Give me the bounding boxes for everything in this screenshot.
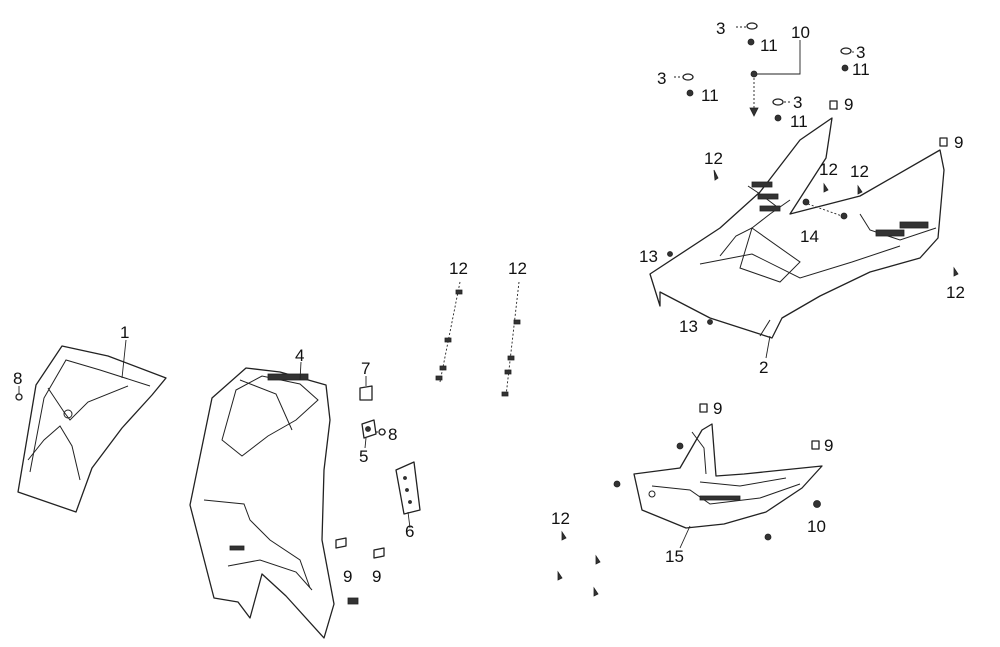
undercover-fasteners — [557, 403, 821, 597]
callout-2: 2 — [759, 358, 768, 377]
callout-12: 12 — [819, 160, 838, 179]
callout-4: 4 — [295, 346, 304, 365]
clip-9-left — [335, 537, 347, 549]
clip-9-right — [373, 547, 385, 559]
part-floor-panel — [649, 117, 945, 339]
callout-7: 7 — [361, 359, 370, 378]
callout-8: 8 — [13, 369, 22, 388]
callout-11: 11 — [760, 36, 778, 55]
screw-8-front-cover — [15, 386, 23, 401]
part-under-cover — [633, 423, 823, 529]
callout-13: 13 — [639, 247, 658, 266]
callout-10: 10 — [807, 517, 826, 536]
callout-12: 12 — [850, 162, 869, 181]
callout-13: 13 — [679, 317, 698, 336]
callout-9: 9 — [954, 133, 963, 152]
callout-3: 3 — [716, 19, 725, 38]
callout-9: 9 — [372, 567, 381, 586]
callout-15: 15 — [665, 547, 684, 566]
callout-12: 12 — [704, 149, 723, 168]
callout-12: 12 — [551, 509, 570, 528]
callout-14: 14 — [800, 227, 819, 246]
callout-labels: 1 2 3 3 3 3 4 5 6 7 8 8 9 9 9 9 9 9 10 1… — [13, 19, 965, 586]
part-plate-6 — [395, 461, 421, 515]
callout-11: 11 — [852, 60, 870, 79]
callout-1: 1 — [120, 323, 129, 342]
part-inner-shield — [189, 367, 359, 639]
callout-9: 9 — [343, 567, 352, 586]
screw-strip-right — [501, 281, 521, 397]
callout-5: 5 — [359, 447, 368, 466]
callout-9: 9 — [713, 399, 722, 418]
callout-9: 9 — [824, 436, 833, 455]
callout-11: 11 — [701, 86, 719, 105]
callout-3: 3 — [657, 69, 666, 88]
callout-12: 12 — [946, 283, 965, 302]
callout-3: 3 — [856, 43, 865, 62]
floor-fasteners — [667, 169, 959, 325]
part-front-cover — [17, 345, 167, 513]
callout-10: 10 — [791, 23, 810, 42]
hardware-top-right — [682, 22, 948, 147]
part-bracket-5 — [361, 419, 386, 439]
callout-12: 12 — [508, 259, 527, 278]
callout-8: 8 — [388, 425, 397, 444]
leader-lines — [121, 26, 856, 549]
callout-9: 9 — [844, 95, 853, 114]
callout-11: 11 — [790, 112, 808, 131]
callout-3: 3 — [793, 93, 802, 112]
part-clip-7 — [359, 376, 373, 401]
screw-strip-left — [435, 281, 463, 383]
callout-6: 6 — [405, 522, 414, 541]
callout-12: 12 — [449, 259, 468, 278]
